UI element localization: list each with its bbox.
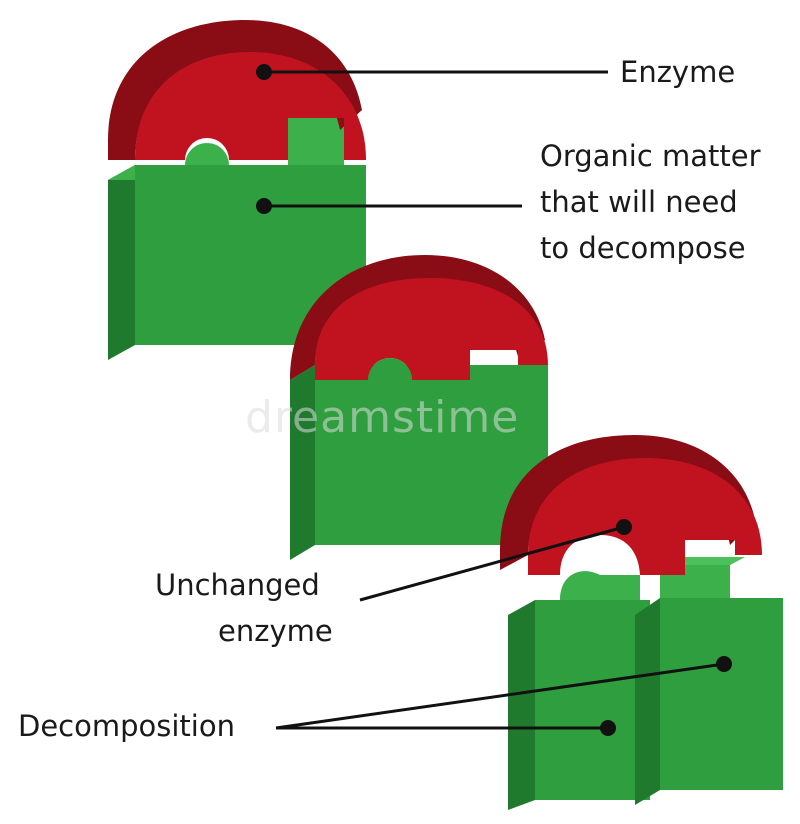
label-organic-line1: Organic matter xyxy=(540,139,761,173)
leader-line-unchanged xyxy=(359,519,632,602)
product-block-right xyxy=(635,557,783,805)
label-enzyme: Enzyme xyxy=(620,55,736,89)
label-unchanged-line2: enzyme xyxy=(218,614,333,648)
complex-substrate-block xyxy=(290,365,548,560)
leader-line-organic xyxy=(256,198,522,214)
watermark-text: dreamstime xyxy=(245,392,520,443)
label-organic-line2: that will need xyxy=(540,185,738,219)
enzyme-piece-top xyxy=(108,20,366,160)
label-unchanged-line1: Unchanged xyxy=(155,568,320,602)
complex-enzyme-piece xyxy=(290,255,548,380)
leader-line-enzyme xyxy=(256,64,608,80)
leader-lines-decomposition xyxy=(275,656,732,736)
enzyme-piece-bottom xyxy=(500,435,762,575)
product-block-left xyxy=(508,571,650,810)
label-organic-line3: to decompose xyxy=(540,231,746,265)
label-decomposition: Decomposition xyxy=(18,709,235,743)
